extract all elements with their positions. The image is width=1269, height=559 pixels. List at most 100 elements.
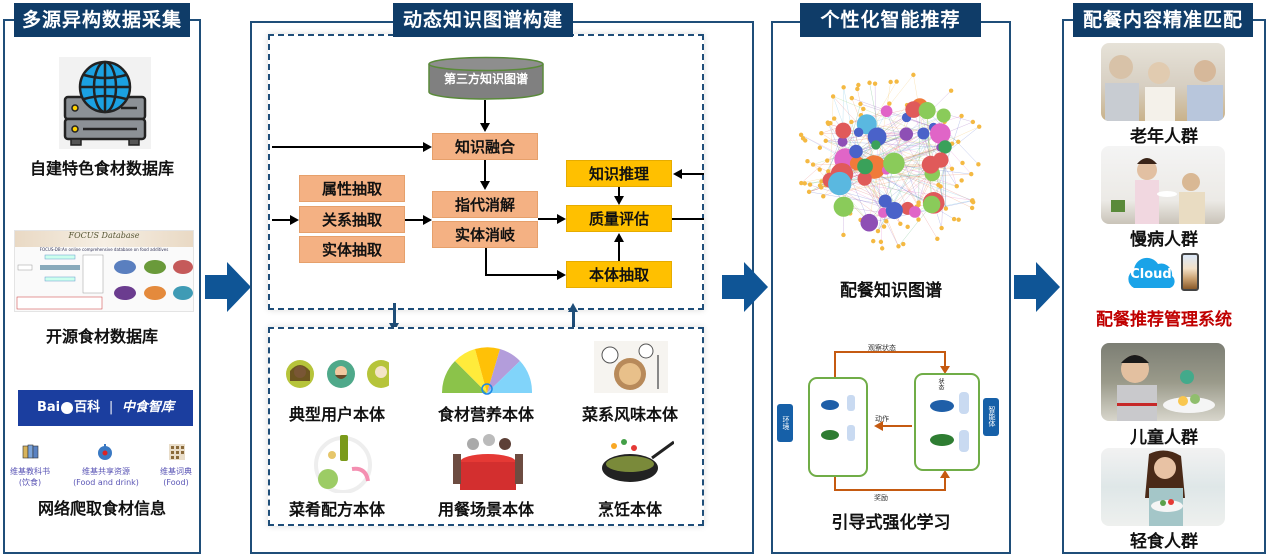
arrowhead xyxy=(614,196,624,205)
graph-node xyxy=(817,167,822,172)
focus-db-subtitle: FOCUS-DB:An online comprehensive databas… xyxy=(39,247,169,252)
graph-node xyxy=(832,116,837,121)
graph-edge xyxy=(876,136,938,239)
node-ontology-extraction: 本体抽取 xyxy=(566,261,672,288)
graph-node xyxy=(806,189,812,195)
edge-relation-to-coref xyxy=(405,219,424,221)
graph-node xyxy=(853,127,864,138)
graph-edge xyxy=(927,110,979,165)
graph-node xyxy=(976,162,981,167)
ontology-food-nutrition: 食材营养本体 xyxy=(437,405,534,424)
panel-title-recommend: 个性化智能推荐 xyxy=(800,3,981,37)
source-wikimedia: 维基共享资源(Food and drink) xyxy=(73,467,139,487)
graph-node xyxy=(970,119,976,125)
graph-node xyxy=(943,206,949,211)
node-quality-assessment: 质量评估 xyxy=(566,205,672,232)
baidu-baike: 百科 xyxy=(74,400,101,415)
graph-node xyxy=(916,200,921,205)
graph-node xyxy=(881,224,887,229)
graph-edge xyxy=(886,111,919,203)
graph-node xyxy=(899,127,914,141)
edge-quality-out xyxy=(672,218,704,220)
graph-node xyxy=(817,145,823,150)
graph-node xyxy=(872,81,878,86)
graph-node xyxy=(939,225,944,231)
node-knowledge-reasoning: 知识推理 xyxy=(566,160,672,187)
family-dinner-icon xyxy=(451,432,525,492)
ontology-dish-recipe: 菜肴配方本体 xyxy=(288,500,385,519)
graph-node xyxy=(888,79,893,85)
graph-edge xyxy=(851,97,934,128)
graph-node xyxy=(875,228,881,234)
graph-node xyxy=(849,144,863,159)
partner-name: 中食智库 xyxy=(121,400,174,415)
graph-node xyxy=(977,124,982,129)
graph-node xyxy=(898,221,903,226)
label-own-database: 自建特色食材数据库 xyxy=(29,159,174,178)
graph-node xyxy=(909,206,921,218)
arrowhead xyxy=(614,233,624,242)
node-relation-extraction: 关系抽取 xyxy=(299,206,405,233)
graph-node xyxy=(917,127,930,140)
graph-node xyxy=(802,181,807,186)
graph-node xyxy=(819,131,824,136)
ontology-dining-scene: 用餐场景本体 xyxy=(437,500,534,519)
graph-node xyxy=(884,219,889,224)
graph-node xyxy=(821,194,826,199)
cloud-icon: Cloud xyxy=(1124,256,1178,290)
group-light-meal: 轻食人群 xyxy=(1130,532,1198,552)
panel-title-kg-build: 动态知识图谱构建 xyxy=(393,3,573,37)
graph-edge xyxy=(864,178,934,204)
graph-node xyxy=(921,155,940,174)
edge-ontology-to-quality xyxy=(618,242,620,261)
arrowhead xyxy=(480,123,490,132)
up-arrow-from-ontologies xyxy=(572,312,575,334)
graph-node xyxy=(949,166,955,172)
graph-node xyxy=(833,196,854,217)
graph-node xyxy=(849,95,855,101)
rl-action-label: 动作 xyxy=(875,415,889,423)
graph-node xyxy=(878,239,884,245)
edge-fusion-to-coref xyxy=(484,160,486,182)
wikibooks-icon xyxy=(22,444,40,460)
graph-node xyxy=(858,101,863,107)
wok-icon xyxy=(600,436,675,488)
graph-edge xyxy=(869,127,934,223)
graph-node xyxy=(856,82,861,88)
graph-node xyxy=(956,139,961,144)
graph-node xyxy=(800,136,806,141)
focus-database-image: FOCUS Database FOCUS-DB:An online compre… xyxy=(14,230,194,312)
node-attribute-extraction: 属性抽取 xyxy=(299,175,405,202)
arrowhead xyxy=(423,215,432,225)
graph-edge xyxy=(886,111,941,202)
graph-node xyxy=(905,101,922,118)
graph-node xyxy=(969,171,974,177)
label-system: 配餐推荐管理系统 xyxy=(1096,310,1232,330)
graph-edge xyxy=(801,132,859,184)
knowledge-graph-network xyxy=(798,72,982,251)
graph-node xyxy=(948,88,954,93)
guided-rl-diagram xyxy=(777,351,999,491)
ontology-cuisine-flavor: 菜系风味本体 xyxy=(581,405,678,424)
wikimedia-commons-icon xyxy=(96,443,114,461)
graph-node xyxy=(880,105,893,118)
rl-state-label: 状态 xyxy=(937,378,944,390)
graph-node xyxy=(828,171,852,196)
group-elderly: 老年人群 xyxy=(1130,127,1198,147)
graph-edge xyxy=(839,173,933,184)
graph-node xyxy=(841,85,846,90)
graph-node xyxy=(951,216,957,222)
graph-node xyxy=(922,195,941,214)
dish-bowl-icon xyxy=(594,341,668,393)
photo-children xyxy=(1101,343,1225,421)
graph-node xyxy=(849,119,854,125)
graph-edge xyxy=(869,82,895,211)
third-party-kg-label: 第三方知识图谱 xyxy=(443,72,528,86)
graph-node xyxy=(807,182,813,187)
label-web-crawl: 网络爬取食材信息 xyxy=(37,499,166,518)
graph-node xyxy=(835,122,852,139)
graph-node xyxy=(871,140,881,150)
graph-node xyxy=(857,158,873,175)
graph-node xyxy=(799,180,804,186)
edge-reasoning-to-quality xyxy=(618,187,620,197)
